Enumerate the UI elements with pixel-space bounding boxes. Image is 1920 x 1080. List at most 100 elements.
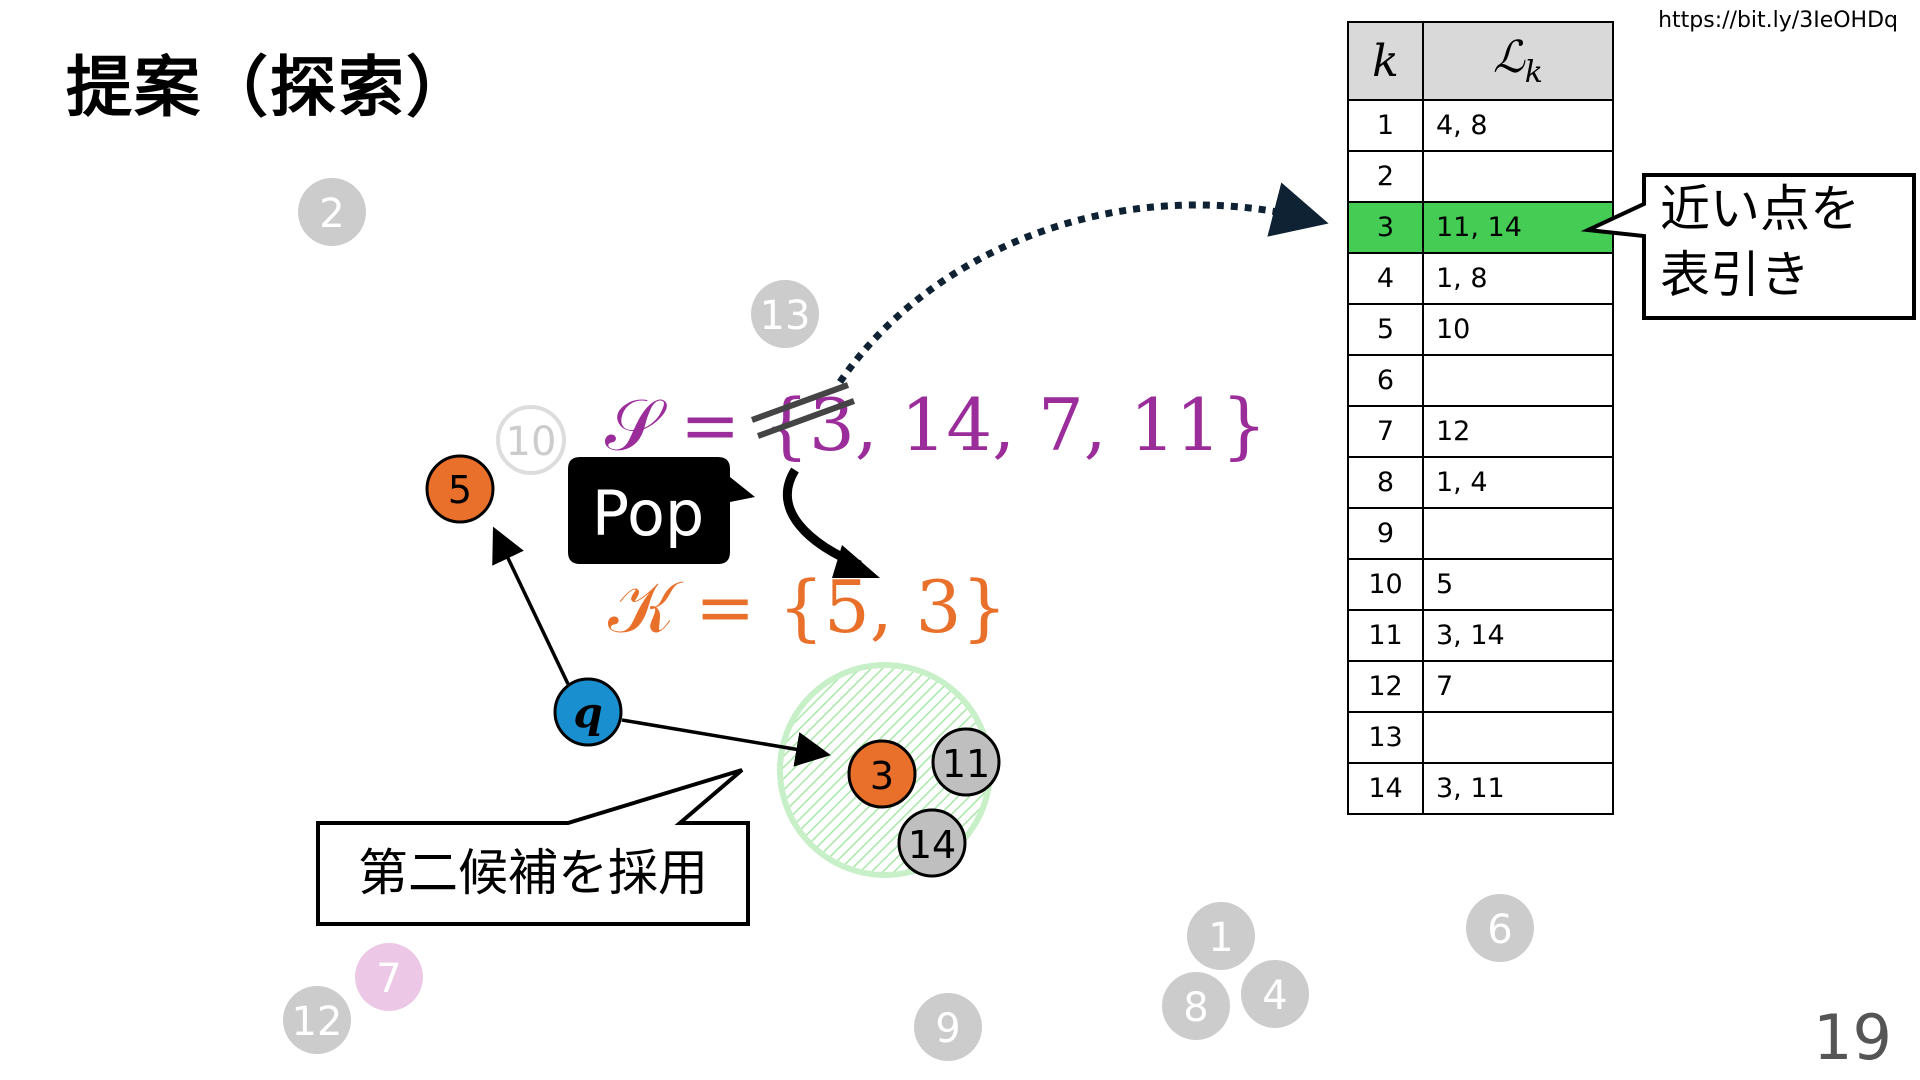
strike-line-2 — [756, 398, 856, 439]
table-cell-l — [1422, 150, 1614, 203]
pop-arrow — [782, 467, 862, 570]
point-1-label: 1 — [1208, 915, 1233, 961]
table-cell-k: 1 — [1347, 99, 1424, 152]
table-cell-k: 13 — [1347, 711, 1424, 764]
table-cell-l: 4, 8 — [1422, 99, 1614, 152]
table-header-row: k ℒk — [1347, 21, 1614, 101]
adopt-callout — [316, 768, 750, 926]
point-11-label: 11 — [942, 742, 990, 786]
point-11 — [931, 727, 1001, 797]
point-7 — [355, 943, 423, 1011]
header-l-sub: k — [1524, 55, 1543, 90]
point-8 — [1162, 972, 1230, 1040]
table-cell-k: 10 — [1347, 558, 1424, 611]
set-k-symbol: 𝒦 — [608, 565, 684, 649]
table-cell-k: 4 — [1347, 252, 1424, 305]
point-4-label: 4 — [1262, 973, 1287, 1019]
point-6 — [1466, 894, 1534, 962]
source-url[interactable]: https://bit.ly/3IeOHDq — [1658, 8, 1898, 33]
table-cell-l: 10 — [1422, 303, 1614, 356]
table-row: 9 — [1347, 507, 1614, 560]
table-cell-l: 1, 8 — [1422, 252, 1614, 305]
pop-arrowhead — [832, 545, 880, 578]
point-2-label: 2 — [319, 191, 344, 237]
point-7-label: 7 — [376, 956, 401, 1002]
point-5 — [425, 454, 495, 524]
table-cell-l: 3, 11 — [1422, 762, 1614, 815]
point-12 — [283, 986, 351, 1054]
point-4 — [1241, 960, 1309, 1028]
point-q-label: q — [573, 688, 602, 737]
header-k: k — [1347, 21, 1424, 101]
table-cell-l — [1422, 354, 1614, 407]
adopt-label: 第二候補を採用 — [358, 844, 708, 902]
slide-title: 提案（探索） — [66, 49, 474, 126]
set-s-values: = {3, 14, 7, 11} — [680, 383, 1267, 467]
table-cell-k: 9 — [1347, 507, 1424, 560]
page-number: 19 — [1813, 1001, 1892, 1074]
point-1 — [1187, 902, 1255, 970]
point-8-label: 8 — [1183, 985, 1208, 1031]
table-cell-l: 1, 4 — [1422, 456, 1614, 509]
point-9-label: 9 — [935, 1006, 960, 1052]
lookup-dotted-arrow — [837, 182, 1329, 384]
point-q — [553, 677, 623, 747]
lookup-label-line1: 近い点を — [1660, 180, 1860, 238]
point-5-label: 5 — [448, 468, 472, 512]
table-cell-l: 11, 14 — [1422, 201, 1614, 254]
table-cell-l: 5 — [1422, 558, 1614, 611]
table-cell-l: 3, 14 — [1422, 609, 1614, 662]
set-k-values: = {5, 3} — [695, 565, 1007, 649]
point-13 — [751, 280, 819, 348]
table-cell-k: 3 — [1347, 201, 1424, 254]
lookup-callout — [1580, 173, 1916, 320]
table-cell-k: 6 — [1347, 354, 1424, 407]
point-10 — [496, 405, 566, 475]
table-cell-l — [1422, 711, 1614, 764]
point-14 — [897, 808, 967, 878]
table-row: 2 — [1347, 150, 1614, 203]
strike-line-1 — [750, 382, 850, 423]
arrow-q-to-3 — [621, 718, 831, 767]
table-row: 6 — [1347, 354, 1614, 407]
table-cell-k: 5 — [1347, 303, 1424, 356]
table-cell-l: 12 — [1422, 405, 1614, 458]
point-13-label: 13 — [760, 293, 811, 339]
pop-label: Pop — [592, 477, 704, 550]
lookup-label-line2: 表引き — [1660, 246, 1810, 304]
point-2 — [298, 178, 366, 246]
table-cell-k: 12 — [1347, 660, 1424, 713]
table-cell-l: 7 — [1422, 660, 1614, 713]
table-cell-l — [1422, 507, 1614, 560]
pop-bubble — [568, 457, 755, 564]
header-l: ℒk — [1422, 21, 1614, 101]
point-3-label: 3 — [870, 754, 894, 798]
point-14-label: 14 — [908, 823, 956, 867]
table-row: 13 — [1347, 711, 1614, 764]
table-cell-k: 11 — [1347, 609, 1424, 662]
table-cell-k: 8 — [1347, 456, 1424, 509]
set-s-symbol: 𝒮 — [605, 383, 667, 467]
table-cell-k: 2 — [1347, 150, 1424, 203]
point-12-label: 12 — [292, 999, 343, 1045]
point-3 — [847, 739, 917, 809]
point-9 — [914, 993, 982, 1061]
table-cell-k: 14 — [1347, 762, 1424, 815]
point-10-label: 10 — [506, 419, 557, 465]
arrow-q-to-5 — [492, 526, 570, 685]
table-cell-k: 7 — [1347, 405, 1424, 458]
header-l-main: ℒ — [1493, 32, 1525, 83]
point-6-label: 6 — [1487, 907, 1512, 953]
